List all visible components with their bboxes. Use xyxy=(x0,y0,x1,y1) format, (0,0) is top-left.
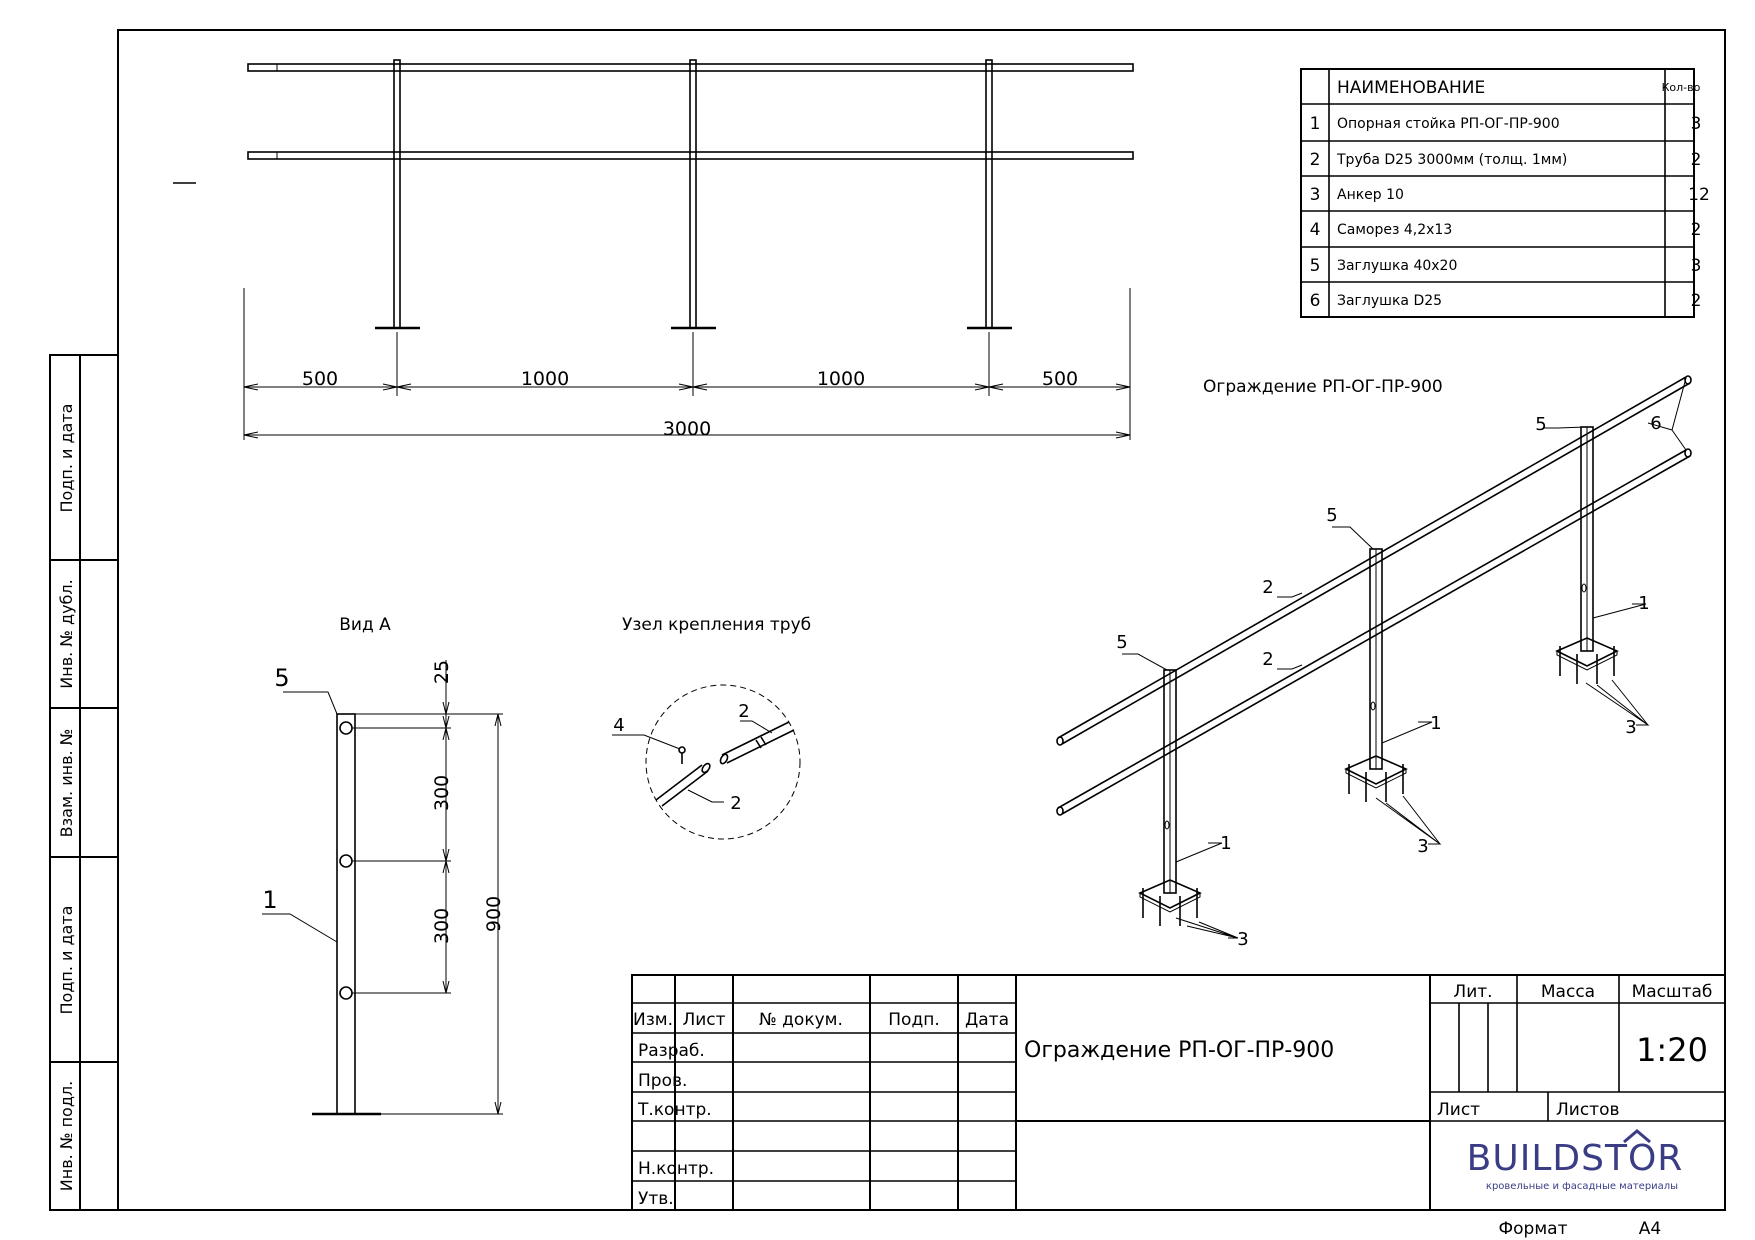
col-header-izm: Изм. xyxy=(633,1010,673,1030)
callout-label: 1 xyxy=(1220,833,1231,854)
table-cell-num: 4 xyxy=(1310,220,1321,240)
post xyxy=(393,59,401,329)
post xyxy=(689,59,697,329)
table-cell-name: Саморез 4,2x13 xyxy=(1337,222,1452,238)
col-header-doc: № докум. xyxy=(759,1010,843,1030)
callout-label: 6 xyxy=(1650,413,1661,434)
table-header-qty: Кол-во xyxy=(1662,81,1701,94)
callout-label: 1 xyxy=(262,886,277,914)
iso-view-title: Ограждение РП-ОГ-ПР-900 xyxy=(1203,377,1443,397)
node-view-title: Узел крепления труб xyxy=(622,615,811,635)
table-cell-qty: 3 xyxy=(1691,114,1702,134)
front-view: 500 1000 1000 500 3000 xyxy=(243,59,1134,440)
view-a: Вид А 5 1 25 300 300 900 xyxy=(262,615,505,1116)
role-label: Т.контр. xyxy=(637,1100,712,1120)
table-cell-num: 5 xyxy=(1310,256,1321,276)
table-cell-qty: 2 xyxy=(1691,291,1702,311)
table-cell-num: 3 xyxy=(1310,185,1321,205)
callout-label: 5 xyxy=(1535,414,1546,435)
table-cell-num: 1 xyxy=(1310,114,1321,134)
callout-label: 3 xyxy=(1237,929,1248,950)
dimension-label: 300 xyxy=(431,775,453,811)
role-label: Н.контр. xyxy=(638,1159,714,1179)
table-cell-name: Заглушка D25 xyxy=(1337,293,1442,309)
parts-table: НАИМЕНОВАНИЕ Кол-во 1 Опорная стойка РП-… xyxy=(1300,68,1710,318)
callout-label: 5 xyxy=(1116,632,1127,653)
dimension-label: 900 xyxy=(483,896,505,932)
dimension-label: 500 xyxy=(1042,368,1078,390)
side-stamp-field: Взам. инв. № xyxy=(57,729,76,838)
side-stamp-field: Инв. № дубл. xyxy=(57,579,76,688)
logo-wordmark: BUILDSTOR xyxy=(1467,1138,1684,1179)
callout-label: 3 xyxy=(1625,717,1636,738)
post-side xyxy=(336,713,356,1115)
mass-label: Масса xyxy=(1541,982,1595,1002)
callout-label: 4 xyxy=(613,715,624,736)
title-block: Изм. Лист № докум. Подп. Дата Разраб. Пр… xyxy=(631,974,1726,1239)
callout-label: 2 xyxy=(1262,649,1273,670)
callout-label: 2 xyxy=(730,793,741,814)
table-cell-name: Опорная стойка РП-ОГ-ПР-900 xyxy=(1337,116,1560,132)
table-cell-name: Заглушка 40x20 xyxy=(1337,258,1457,274)
table-cell-qty: 3 xyxy=(1691,256,1702,276)
scale-label: Масштаб xyxy=(1632,982,1713,1002)
node-detail: Узел крепления труб 4 2 2 xyxy=(612,615,811,840)
col-header-data: Дата xyxy=(965,1010,1009,1030)
side-stamp-field: Подп. и дата xyxy=(57,906,76,1015)
role-label: Разраб. xyxy=(638,1041,705,1061)
role-label: Утв. xyxy=(638,1189,674,1209)
company-logo: BUILDSTOR кровельные и фасадные материал… xyxy=(1467,1129,1684,1192)
callout-label: 1 xyxy=(1638,593,1649,614)
callout-label: 5 xyxy=(1326,505,1337,526)
dimension-label: 500 xyxy=(302,368,338,390)
col-header-list: Лист xyxy=(682,1010,725,1030)
table-cell-num: 6 xyxy=(1310,291,1321,311)
callout-label: 5 xyxy=(274,664,289,692)
sheet-label: Лист xyxy=(1437,1100,1480,1120)
table-cell-name: Труба D25 3000мм (толщ. 1мм) xyxy=(1336,152,1567,168)
format-label: Формат xyxy=(1499,1219,1568,1239)
callout-label: 3 xyxy=(1417,836,1428,857)
table-cell-qty: 2 xyxy=(1691,220,1702,240)
post xyxy=(985,59,993,329)
col-header-podp: Подп. xyxy=(888,1010,939,1030)
table-header-name: НАИМЕНОВАНИЕ xyxy=(1337,78,1485,98)
table-cell-num: 2 xyxy=(1310,150,1321,170)
format-value: A4 xyxy=(1639,1219,1661,1239)
dimension-label: 25 xyxy=(431,660,453,684)
callout-label: 2 xyxy=(1262,577,1273,598)
table-cell-qty: 12 xyxy=(1688,185,1710,205)
callout-label: 1 xyxy=(1430,713,1441,734)
view-a-title: Вид А xyxy=(339,615,391,635)
sheets-label: Листов xyxy=(1556,1100,1620,1120)
table-cell-qty: 2 xyxy=(1691,150,1702,170)
side-stamp-field: Подп. и дата xyxy=(57,404,76,513)
drawing-title: Ограждение РП-ОГ-ПР-900 xyxy=(1024,1038,1334,1063)
dimension-label: 300 xyxy=(431,908,453,944)
table-cell-name: Анкер 10 xyxy=(1337,187,1404,203)
lit-label: Лит. xyxy=(1453,982,1492,1002)
side-stamp-field: Инв. № подл. xyxy=(57,1081,76,1191)
scale-value: 1:20 xyxy=(1636,1031,1708,1069)
isometric-view: Ограждение РП-ОГ-ПР-900 xyxy=(1056,375,1692,950)
total-dimension-label: 3000 xyxy=(663,418,711,440)
side-stamp: Подп. и дата Инв. № дубл. Взам. инв. № П… xyxy=(49,182,196,1211)
logo-tagline: кровельные и фасадные материалы xyxy=(1486,1181,1678,1192)
house-icon xyxy=(1623,1129,1651,1144)
callout-label: 2 xyxy=(738,701,749,722)
dimension-label: 1000 xyxy=(817,368,865,390)
dimension-label: 1000 xyxy=(521,368,569,390)
role-label: Пров. xyxy=(638,1071,687,1091)
